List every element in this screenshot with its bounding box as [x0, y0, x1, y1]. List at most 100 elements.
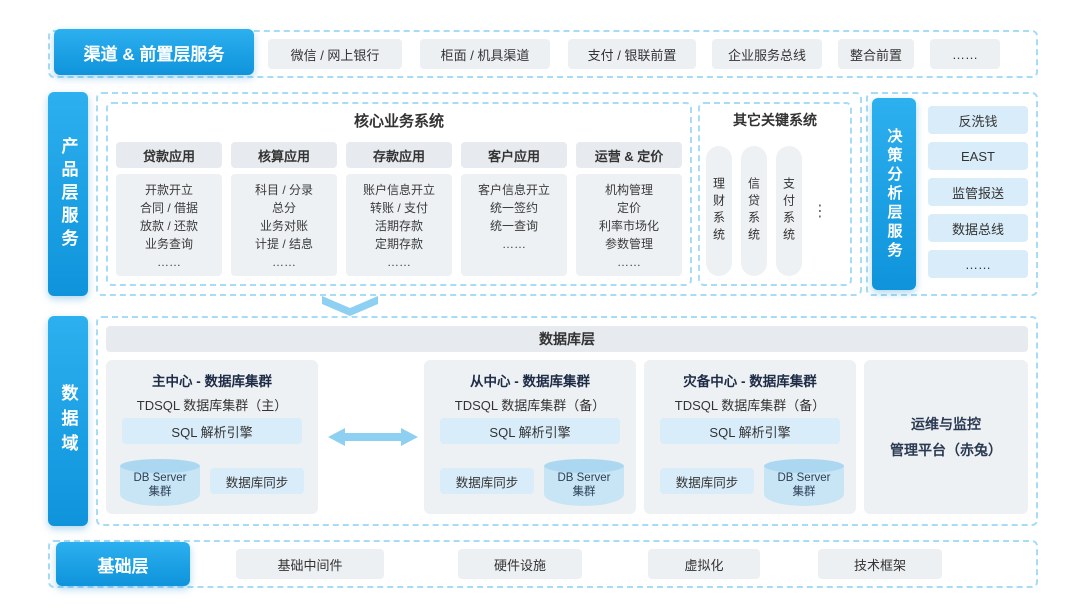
core-line: …… [502, 237, 526, 251]
decision-item: 数据总线 [928, 214, 1028, 242]
channel-item: 柜面 / 机具渠道 [420, 39, 550, 69]
core-line: 业务查询 [144, 237, 193, 251]
core-column-header: 贷款应用 [116, 142, 222, 168]
core-line: 统一签约 [489, 201, 538, 215]
sql-engine-box: SQL 解析引擎 [440, 418, 620, 444]
core-line: 计提 / 结息 [254, 237, 313, 251]
foundation-item: 基础中间件 [236, 549, 384, 579]
db-server-line2: 集群 [792, 486, 816, 498]
data-domain-label-text: 数据域 [58, 383, 78, 459]
other-system-pill: 信贷系统 [741, 146, 767, 276]
channel-layer-section [48, 30, 1038, 78]
data-domain-label: 数据域 [48, 316, 88, 526]
core-line: 客户信息开立 [477, 183, 550, 197]
core-column-header: 存款应用 [346, 142, 452, 168]
foundation-layer-section [48, 540, 1038, 588]
product-layer-label: 产品层服务 [48, 92, 88, 296]
other-systems-more: ⋮ [812, 203, 828, 220]
db-server-cylinder-icon: DB Server 集群 [544, 459, 624, 506]
core-line: …… [387, 255, 411, 269]
core-line: 业务对账 [259, 219, 308, 233]
decision-item: 反洗钱 [928, 106, 1028, 134]
other-system-pill: 理财系统 [706, 146, 732, 276]
core-column-body: 开款开立 合同 / 借据 放款 / 还款 业务查询 …… [116, 174, 222, 276]
db-server-line2: 集群 [148, 486, 172, 498]
db-server-cylinder-icon: DB Server 集群 [120, 459, 200, 506]
ops-platform-box: 运维与监控 管理平台（赤兔） [864, 360, 1028, 514]
decision-layer-label-text: 决策分析层服务 [885, 127, 903, 261]
decision-item: 监管报送 [928, 178, 1028, 206]
core-line: 开款开立 [144, 183, 193, 197]
core-column-body: 科目 / 分录 总分 业务对账 计提 / 结息 …… [231, 174, 337, 276]
foundation-item: 虚拟化 [648, 549, 760, 579]
other-system-pill: 支付系统 [776, 146, 802, 276]
core-line: …… [157, 255, 181, 269]
core-column-body: 机构管理 定价 利率市场化 参数管理 …… [576, 174, 682, 276]
cluster-title: 从中心 - 数据库集群 [470, 374, 590, 389]
core-line: 科目 / 分录 [254, 183, 313, 197]
cluster-subtitle: TDSQL 数据库集群（主） [136, 398, 288, 413]
core-line: 利率市场化 [598, 219, 659, 233]
core-line: …… [272, 255, 296, 269]
db-sync-box: 数据库同步 [660, 468, 754, 494]
core-column-body: 账户信息开立 转账 / 支付 活期存款 定期存款 …… [346, 174, 452, 276]
decision-layer-label: 决策分析层服务 [872, 98, 916, 290]
down-arrow-icon [322, 296, 378, 316]
other-systems-title: 其它关键系统 [733, 112, 817, 128]
pill-text: 信贷系统 [746, 177, 761, 245]
db-server-line1: DB Server [557, 472, 611, 484]
core-line: 总分 [271, 201, 296, 215]
core-column-header: 核算应用 [231, 142, 337, 168]
channel-item: 微信 / 网上银行 [268, 39, 402, 69]
ops-platform-line2: 管理平台（赤兔） [890, 442, 1002, 458]
pill-text: 理财系统 [711, 177, 726, 245]
db-server-line1: DB Server [777, 472, 831, 484]
core-column-header: 运营 & 定价 [576, 142, 682, 168]
channel-layer-label: 渠道 & 前置层服务 [54, 29, 254, 75]
foundation-item: 硬件设施 [458, 549, 582, 579]
product-layer-label-text: 产品层服务 [58, 136, 78, 252]
core-line: …… [617, 255, 641, 269]
sql-engine-box: SQL 解析引擎 [122, 418, 302, 444]
other-systems-box [698, 102, 852, 286]
db-server-line1: DB Server [133, 472, 187, 484]
sync-arrow-icon [328, 428, 418, 446]
sql-engine-box: SQL 解析引擎 [660, 418, 840, 444]
cluster-disaster-recovery: 灾备中心 - 数据库集群 TDSQL 数据库集群（备） SQL 解析引擎 数据库… [644, 360, 856, 514]
core-line: 参数管理 [604, 237, 653, 251]
channel-item: 整合前置 [838, 39, 914, 69]
core-column-body: 客户信息开立 统一签约 统一查询 …… [461, 174, 567, 276]
cluster-subtitle: TDSQL 数据库集群（备） [454, 398, 606, 413]
channel-item: 企业服务总线 [712, 39, 822, 69]
core-line: 统一查询 [489, 219, 538, 233]
core-line: 机构管理 [604, 183, 653, 197]
decision-layer-section [866, 92, 1038, 296]
ops-platform-line1: 运维与监控 [911, 416, 981, 432]
core-line: 放款 / 还款 [139, 219, 198, 233]
core-line: 定期存款 [374, 237, 423, 251]
channel-item-more: …… [930, 39, 1000, 69]
channel-item: 支付 / 银联前置 [568, 39, 696, 69]
core-systems-title: 核心业务系统 [353, 113, 444, 130]
cluster-title: 主中心 - 数据库集群 [152, 374, 272, 389]
core-column-header: 客户应用 [461, 142, 567, 168]
db-sync-box: 数据库同步 [440, 468, 534, 494]
foundation-item: 技术框架 [818, 549, 942, 579]
cluster-subtitle: TDSQL 数据库集群（备） [674, 398, 826, 413]
core-line: 合同 / 借据 [139, 201, 198, 215]
core-systems-box [106, 102, 692, 286]
foundation-layer-label: 基础层 [56, 542, 190, 586]
data-domain-section [96, 316, 1038, 526]
cluster-title: 灾备中心 - 数据库集群 [683, 374, 817, 389]
db-server-cylinder-icon: DB Server 集群 [764, 459, 844, 506]
core-line: 定价 [616, 201, 641, 215]
core-line: 活期存款 [374, 219, 423, 233]
db-layer-bar: 数据库层 [106, 326, 1028, 352]
db-sync-box: 数据库同步 [210, 468, 304, 494]
decision-item-more: …… [928, 250, 1028, 278]
product-layer-section [96, 92, 862, 296]
pill-text: 支付系统 [781, 177, 796, 245]
core-line: 账户信息开立 [362, 183, 435, 197]
decision-item: EAST [928, 142, 1028, 170]
